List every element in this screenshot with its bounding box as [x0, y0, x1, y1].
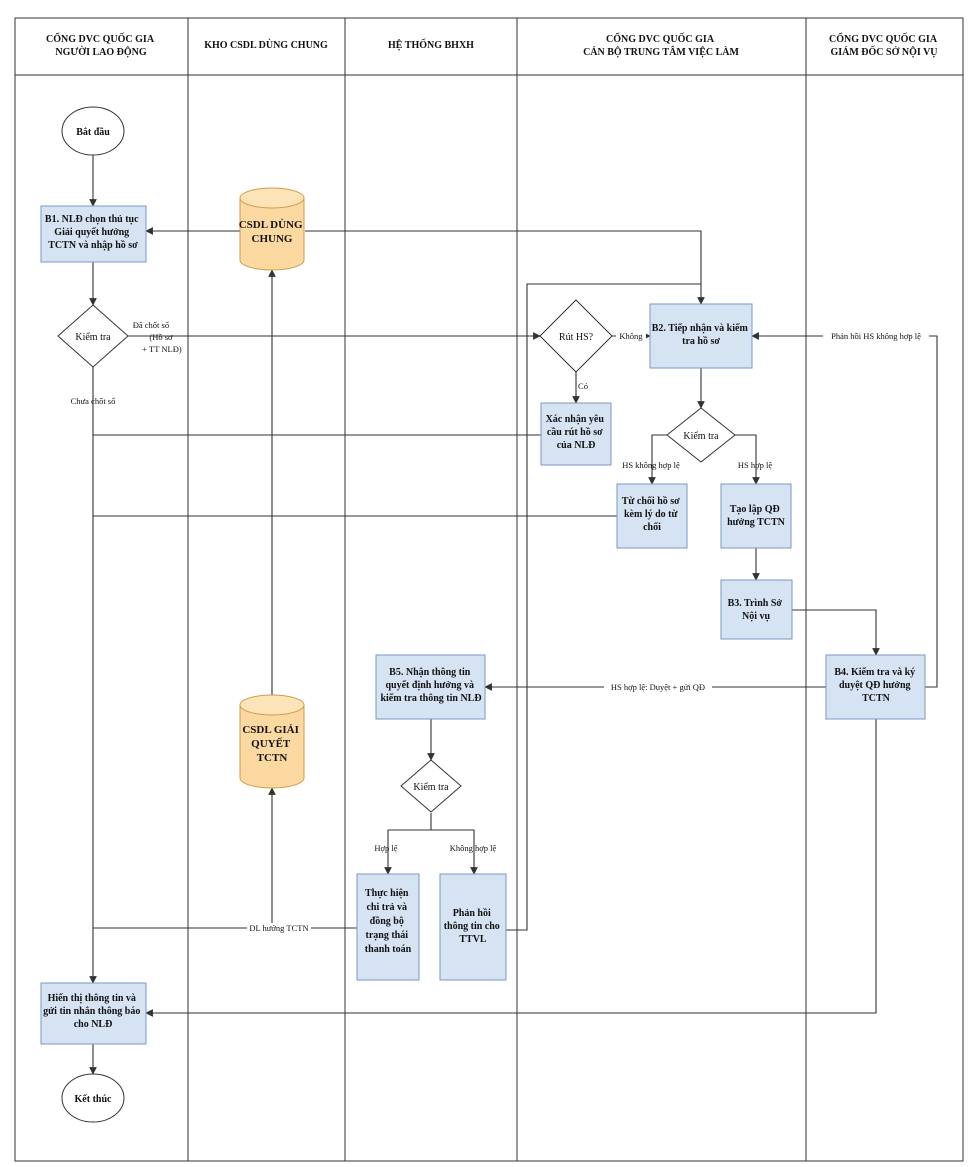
- tao-lap-process: Tạo lập QĐ hưởng TCTN: [720, 483, 792, 549]
- svg-text:Kiểm tra: Kiểm tra: [75, 332, 111, 343]
- edge-kt3-phanhoi: [431, 829, 478, 875]
- edge-label-hs-hop-le-duyet: HS hợp lệ: Duyệt + gửi QĐ: [611, 682, 705, 692]
- lane-header-bhxh: HỆ THỐNG BHXH: [388, 38, 474, 51]
- svg-text:Từ chối hồ sơ kèm lý d: Từ chối hồ sơ kèm lý do từ chối: [622, 496, 682, 533]
- edge-kt2-tuchoi: [648, 434, 667, 485]
- edge-label-hop-le: Hợp lệ: [374, 843, 397, 853]
- edge-csdl-b2: [305, 230, 705, 305]
- kiem-tra-2-decision: Kiểm tra: [666, 407, 736, 463]
- edge-label-khong-hop-le: Không hợp lệ: [450, 843, 497, 853]
- svg-text:Hiển thị thông tin và: Hiển thị thông tin và gửi tin nhắn thông…: [43, 993, 143, 1030]
- csdl-dung-chung-database: CSDL DÙNG CHUNG: [239, 187, 306, 271]
- edge-kt2-taolap: [735, 434, 760, 485]
- edge-kt3-thuchien: [384, 813, 432, 875]
- hien-thi-process: Hiển thị thông tin và gửi tin nhắn thông…: [40, 982, 147, 1045]
- svg-text:Xác nhận yêu cầu rút h: Xác nhận yêu cầu rút hồ sơ của NLĐ: [546, 414, 607, 451]
- kiem-tra-3-decision: Kiểm tra: [400, 759, 462, 813]
- kiem-tra-1-decision: Kiểm tra: [57, 304, 129, 368]
- svg-text:B1. NLĐ chọn thủ tục G: B1. NLĐ chọn thủ tục Giải quyết hưởng TC…: [45, 214, 141, 251]
- phan-hoi-process: Phản hồi thông tin cho TTVL: [439, 873, 507, 981]
- csdl-giai-quyet-database: CSDL GIẢI QUYẾT TCTN: [239, 694, 305, 789]
- svg-text:B4. Kiểm tra và ký duy: B4. Kiểm tra và ký duyệt QĐ hưởng TCTN: [834, 667, 917, 704]
- edge-label-phan-hoi-hs: Phản hồi HS không hợp lệ: [831, 331, 921, 341]
- nodes: Bắt đầu B1. NLĐ chọn thủ tục Giải quyết …: [40, 106, 926, 1123]
- svg-text:B5. Nhận thông tin quy: B5. Nhận thông tin quyết định hưởng và k…: [380, 667, 481, 704]
- swimlanes: CỔNG DVC QUỐC GIA NGƯỜI LAO ĐỘNG KHO CSD…: [14, 17, 964, 1162]
- start-node: Bắt đầu: [61, 106, 125, 156]
- svg-text:Tạo lập QĐ hưởng TCTN: Tạo lập QĐ hưởng TCTN: [727, 504, 786, 528]
- b4-process: B4. Kiểm tra và ký duyệt QĐ hưởng TCTN: [825, 654, 926, 720]
- svg-text:B2. Tiếp nhận và kiểm: B2. Tiếp nhận và kiểm tra hồ sơ: [652, 323, 751, 347]
- end-node: Kết thúc: [61, 1073, 125, 1123]
- rut-hs-decision: Rút HS?: [539, 299, 613, 373]
- tu-choi-process: Từ chối hồ sơ kèm lý do từ chối: [616, 483, 688, 549]
- b5-process: B5. Nhận thông tin quyết định hưởng và k…: [375, 654, 486, 720]
- lane-header-snv: CỔNG DVC QUỐC GIA GIÁM ĐỐC SỞ NỘI VỤ: [829, 32, 939, 58]
- lane-header-nld: CỔNG DVC QUỐC GIA NGƯỜI LAO ĐỘNG: [46, 32, 156, 58]
- edges: [89, 155, 938, 1075]
- edge-label-dl-huong-tctn: DL hưởng TCTN: [249, 923, 308, 933]
- svg-text:Thực hiện chi trả và: Thực hiện chi trả và đồng bộ trạng thái …: [365, 888, 412, 955]
- edge-label-co: Có: [578, 381, 588, 391]
- b2-process: B2. Tiếp nhận và kiểm tra hồ sơ: [649, 303, 753, 369]
- svg-text:B3. Trình Sở Nội vụ: B3. Trình Sở Nội vụ: [728, 598, 785, 622]
- edge-label-hs-khong-hop-le: HS không hợp lệ: [622, 460, 680, 470]
- svg-text:Bắt đầu: Bắt đầu: [76, 127, 110, 138]
- edge-label-chua-chot-so: Chưa chốt sổ: [71, 396, 116, 406]
- svg-text:Phản hồi thông tin cho: Phản hồi thông tin cho TTVL: [444, 908, 503, 945]
- edge-label-hs-hop-le: HS hợp lệ: [738, 460, 772, 470]
- edge-b4-hienthi: [145, 719, 877, 1017]
- svg-text:CSDL DÙNG CHUNG: CSDL DÙNG CHUNG: [239, 219, 306, 245]
- edge-labels: Đã chốt sổ (Hồ sơ + TT NLĐ) Không Có Phả…: [71, 320, 929, 934]
- svg-text:Rút HS?: Rút HS?: [559, 332, 594, 343]
- thuc-hien-process: Thực hiện chi trả và đồng bộ trạng thái …: [356, 873, 420, 981]
- edge-b3-b4: [792, 609, 880, 656]
- lane-header-ttvl: CỔNG DVC QUỐC GIA CÁN BỘ TRUNG TÂM VIỆC …: [583, 32, 739, 58]
- edge-label-da-chot-so: Đã chốt sổ (Hồ sơ + TT NLĐ): [133, 320, 182, 354]
- edge-label-khong: Không: [619, 331, 643, 341]
- svg-text:Kết thúc: Kết thúc: [75, 1094, 113, 1105]
- svg-text:CSDL GIẢI QUYẾT: CSDL GIẢI QUYẾT TCTN: [242, 724, 301, 764]
- b3-process: B3. Trình Sở Nội vụ: [720, 579, 793, 640]
- b1-process: B1. NLĐ chọn thủ tục Giải quyết hưởng TC…: [40, 205, 147, 263]
- lane-header-kho: KHO CSDL DÙNG CHUNG: [204, 39, 328, 51]
- edge-phanhoi-b2: [506, 283, 701, 931]
- svg-text:Kiểm tra: Kiểm tra: [683, 431, 719, 442]
- diagram-frame: [14, 17, 964, 1162]
- xac-nhan-process: Xác nhận yêu cầu rút hồ sơ của NLĐ: [540, 402, 612, 466]
- svg-text:Kiểm tra: Kiểm tra: [413, 782, 449, 793]
